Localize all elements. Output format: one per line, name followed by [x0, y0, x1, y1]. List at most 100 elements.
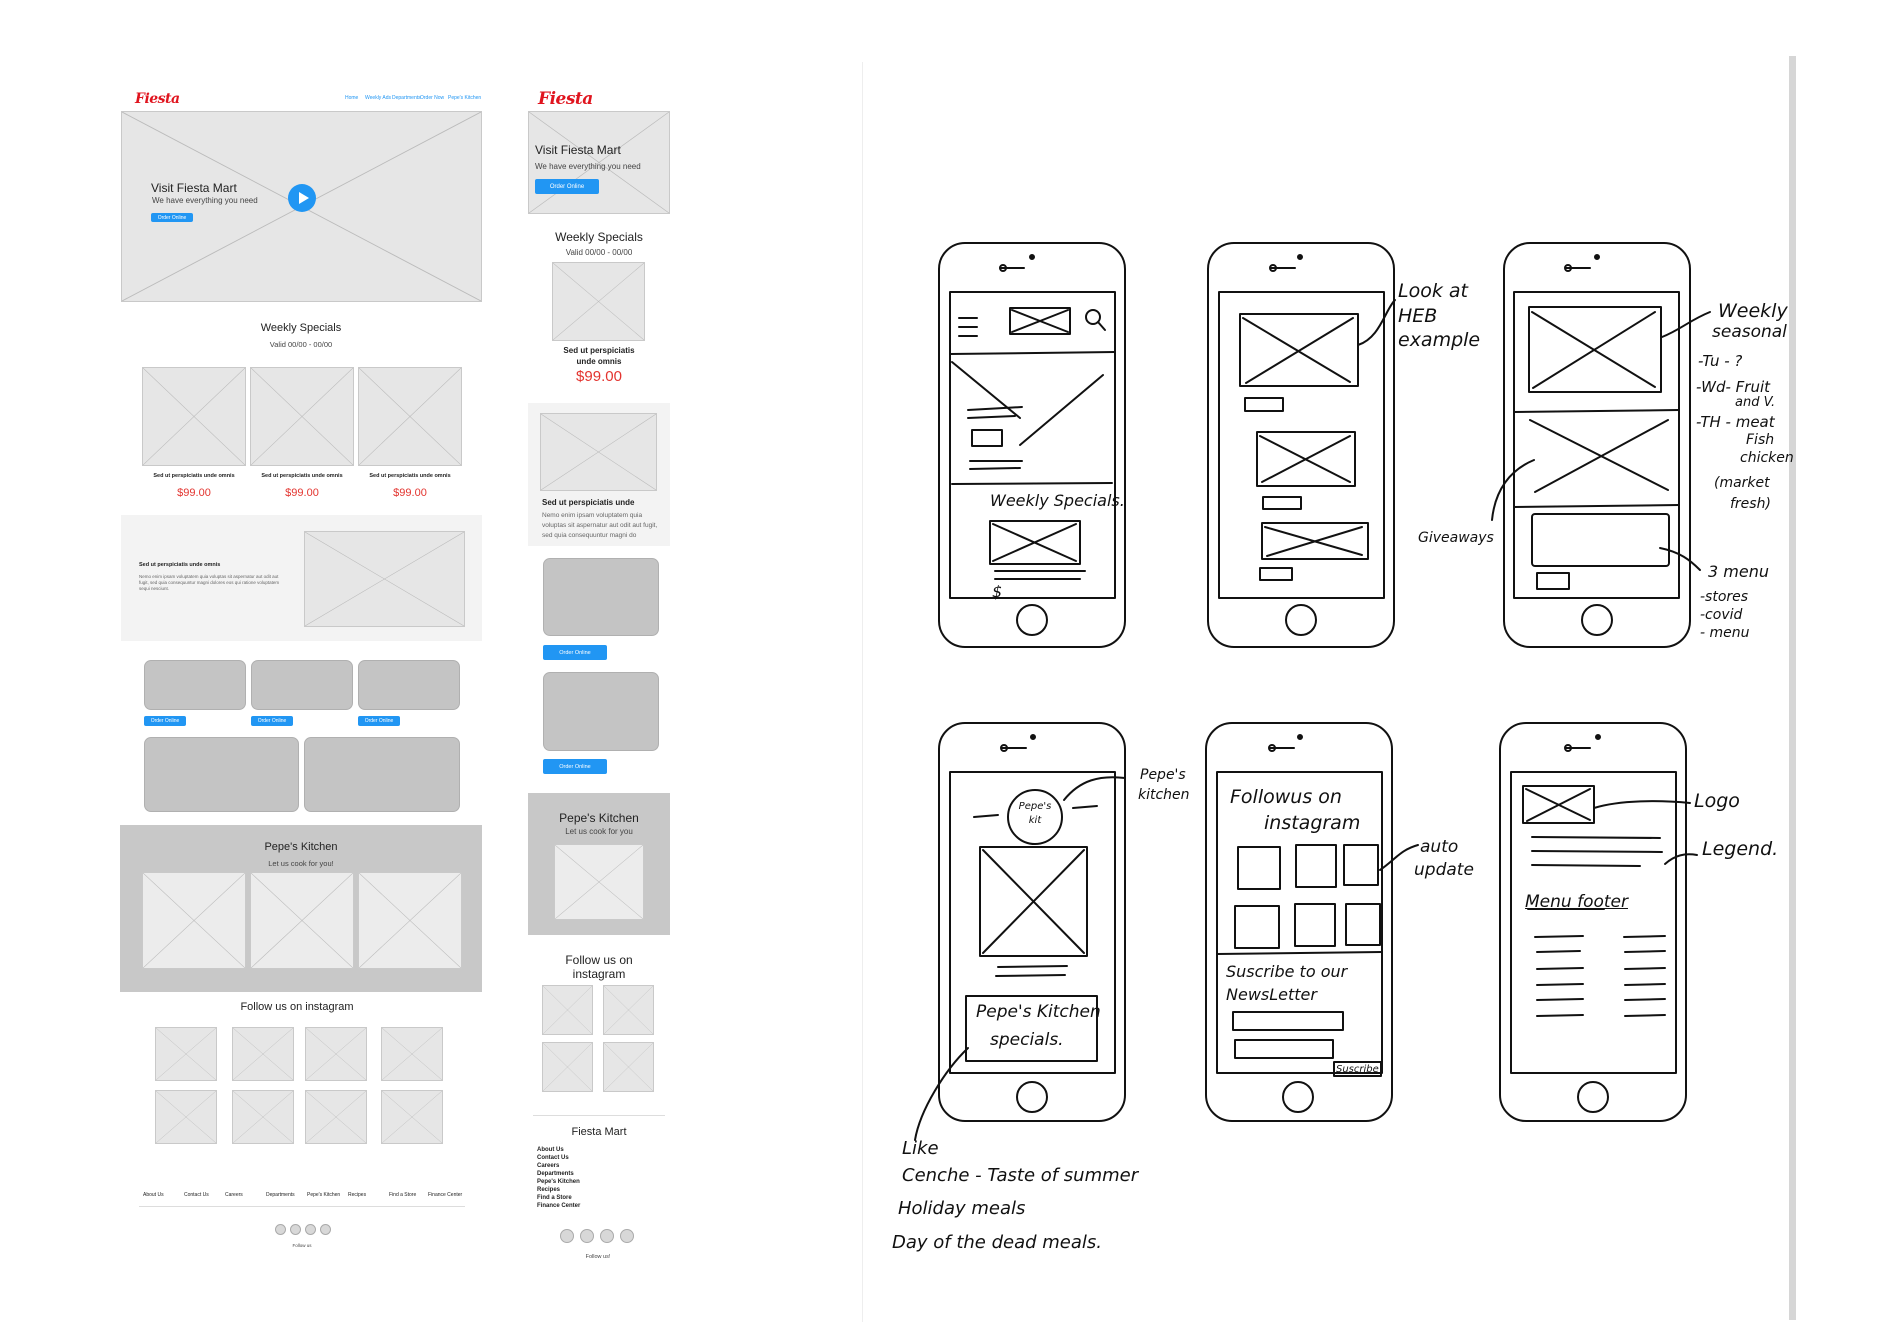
- desktop-feature-card[interactable]: [144, 737, 299, 812]
- note-newsletter: Suscribe to our: [1226, 962, 1348, 981]
- mobile-promo-image: [540, 413, 657, 491]
- social-icon[interactable]: [580, 1229, 594, 1243]
- note-giveaways: Giveaways: [1418, 530, 1494, 546]
- nav-order-now[interactable]: Order Now: [420, 95, 445, 101]
- desktop-special-name: Sed ut perspiciatis unde omnis: [261, 473, 343, 479]
- mobile-order-button[interactable]: Order Online: [543, 759, 607, 774]
- desktop-category-card[interactable]: [144, 660, 246, 710]
- desktop-instagram-image: [305, 1090, 367, 1144]
- phone-sketch-5: [1205, 722, 1419, 1122]
- social-icon[interactable]: [275, 1224, 286, 1235]
- mobile-footer-line: [533, 1115, 665, 1116]
- note-kitchen-specials: Pepe's Kitchen: [976, 1002, 1101, 1022]
- note-list: -TH - meat: [1696, 413, 1775, 431]
- note-list: and V.: [1735, 395, 1776, 410]
- desktop-special-image: [250, 367, 354, 466]
- phone-sketch-3: [1491, 242, 1711, 648]
- mobile-special-name: unde omnis: [576, 357, 622, 366]
- mobile-category-card[interactable]: [543, 558, 659, 636]
- note-menu: -covid: [1700, 607, 1743, 623]
- desktop-kitchen-title: Pepe's Kitchen: [264, 841, 338, 853]
- sketch-page-shadow: [1789, 56, 1796, 1320]
- desktop-kitchen-image: [142, 872, 246, 969]
- play-icon[interactable]: [288, 184, 316, 212]
- mobile-hero-title: Visit Fiesta Mart: [535, 143, 621, 157]
- mobile-promo-body: Nemo enim ipsam voluptatem quia: [542, 512, 643, 519]
- mobile-category-card[interactable]: [543, 672, 659, 751]
- social-icon[interactable]: [305, 1224, 316, 1235]
- note-list: -Wd- Fruit: [1696, 378, 1771, 396]
- social-icon[interactable]: [600, 1229, 614, 1243]
- desktop-kitchen-subtitle: Let us cook for you!: [268, 859, 334, 868]
- note-list: Fish: [1746, 432, 1775, 448]
- mobile-hero-subtitle: We have everything you need: [535, 162, 641, 171]
- desktop-order-button[interactable]: Order Online: [251, 716, 293, 726]
- footer-link[interactable]: About Us: [537, 1147, 564, 1153]
- footer-link[interactable]: Find a Store: [537, 1195, 572, 1201]
- desktop-order-button[interactable]: Order Online: [144, 716, 186, 726]
- footer-link[interactable]: Contact Us: [537, 1155, 569, 1161]
- note-example: example: [1398, 329, 1481, 351]
- mobile-specials-title: Weekly Specials: [555, 230, 643, 244]
- nav-weekly-ads[interactable]: Weekly Ads: [365, 95, 392, 101]
- desktop-category-card[interactable]: [251, 660, 353, 710]
- mobile-instagram-image: [603, 1042, 654, 1092]
- note-logo: Logo: [1694, 790, 1740, 812]
- footer-link[interactable]: Finance Center: [537, 1203, 581, 1209]
- desktop-special-name: Sed ut perspiciatis unde omnis: [153, 473, 235, 479]
- note-menu-footer: Menu footer: [1525, 892, 1628, 912]
- mobile-instagram-image: [603, 985, 654, 1035]
- phone-sketch-2: [1207, 242, 1396, 648]
- social-icon[interactable]: [620, 1229, 634, 1243]
- desktop-special-price: $99.00: [177, 487, 211, 499]
- mobile-instagram-title: instagram: [572, 967, 626, 981]
- desktop-special-image: [142, 367, 246, 466]
- note-like: Day of the dead meals.: [892, 1232, 1103, 1253]
- footer-nav-link[interactable]: Recipes: [348, 1192, 367, 1198]
- social-icon[interactable]: [560, 1229, 574, 1243]
- footer-nav-link[interactable]: Contact Us: [184, 1192, 209, 1198]
- sketch-page-border: [862, 62, 863, 1322]
- desktop-category-card[interactable]: [358, 660, 460, 710]
- desktop-feature-card[interactable]: [304, 737, 460, 812]
- desktop-hero-subtitle: We have everything you need: [152, 196, 258, 205]
- mobile-instagram-image: [542, 1042, 593, 1092]
- footer-nav-link[interactable]: Find a Store: [389, 1192, 417, 1198]
- nav-home[interactable]: Home: [345, 95, 359, 101]
- footer-link[interactable]: Departments: [537, 1171, 574, 1177]
- footer-nav-link[interactable]: Careers: [225, 1192, 243, 1198]
- desktop-order-button[interactable]: Order Online: [358, 716, 400, 726]
- footer-link[interactable]: Recipes: [537, 1187, 561, 1193]
- mobile-logo[interactable]: Fiesta: [538, 89, 593, 109]
- mobile-promo-title: Sed ut perspiciatis unde: [542, 498, 635, 507]
- desktop-logo[interactable]: Fiesta: [135, 91, 180, 107]
- desktop-kitchen-image: [250, 872, 354, 969]
- nav-pepes-kitchen[interactable]: Pepe's Kitchen: [448, 95, 482, 101]
- social-icon[interactable]: [320, 1224, 331, 1235]
- note-menu: -stores: [1700, 589, 1749, 605]
- mobile-hero-order-button[interactable]: Order Online: [535, 179, 599, 194]
- footer-nav-link[interactable]: Departments: [266, 1192, 295, 1198]
- note-pepes-circle: kit: [1028, 815, 1042, 826]
- note-follow-instagram: Followus on: [1230, 786, 1342, 808]
- nav-departments[interactable]: Departments: [392, 95, 421, 101]
- mobile-order-button[interactable]: Order Online: [543, 645, 607, 660]
- footer-link[interactable]: Pepe's Kitchen: [537, 1179, 580, 1185]
- desktop-kitchen-image: [358, 872, 462, 969]
- footer-nav-link[interactable]: Finance Center: [428, 1192, 463, 1198]
- phone-sketch-6: [1499, 722, 1698, 1122]
- note-weekly-specials: Weekly Specials.: [990, 491, 1125, 510]
- social-icon[interactable]: [290, 1224, 301, 1235]
- desktop-hero-order-button[interactable]: Order Online: [151, 213, 193, 222]
- mobile-instagram-image: [542, 985, 593, 1035]
- footer-link[interactable]: Careers: [537, 1163, 560, 1169]
- note-heb: HEB: [1398, 305, 1438, 327]
- note-auto-update: auto: [1420, 837, 1459, 857]
- note-kitchen-specials: specials.: [990, 1030, 1064, 1050]
- desktop-specials-title: Weekly Specials: [260, 322, 342, 334]
- note-newsletter: NewsLetter: [1226, 985, 1317, 1004]
- footer-nav-link[interactable]: About Us: [143, 1192, 164, 1198]
- desktop-instagram-image: [155, 1027, 217, 1081]
- note-seasonal: seasonal: [1712, 322, 1787, 342]
- footer-nav-link[interactable]: Pepe's Kitchen: [307, 1192, 341, 1198]
